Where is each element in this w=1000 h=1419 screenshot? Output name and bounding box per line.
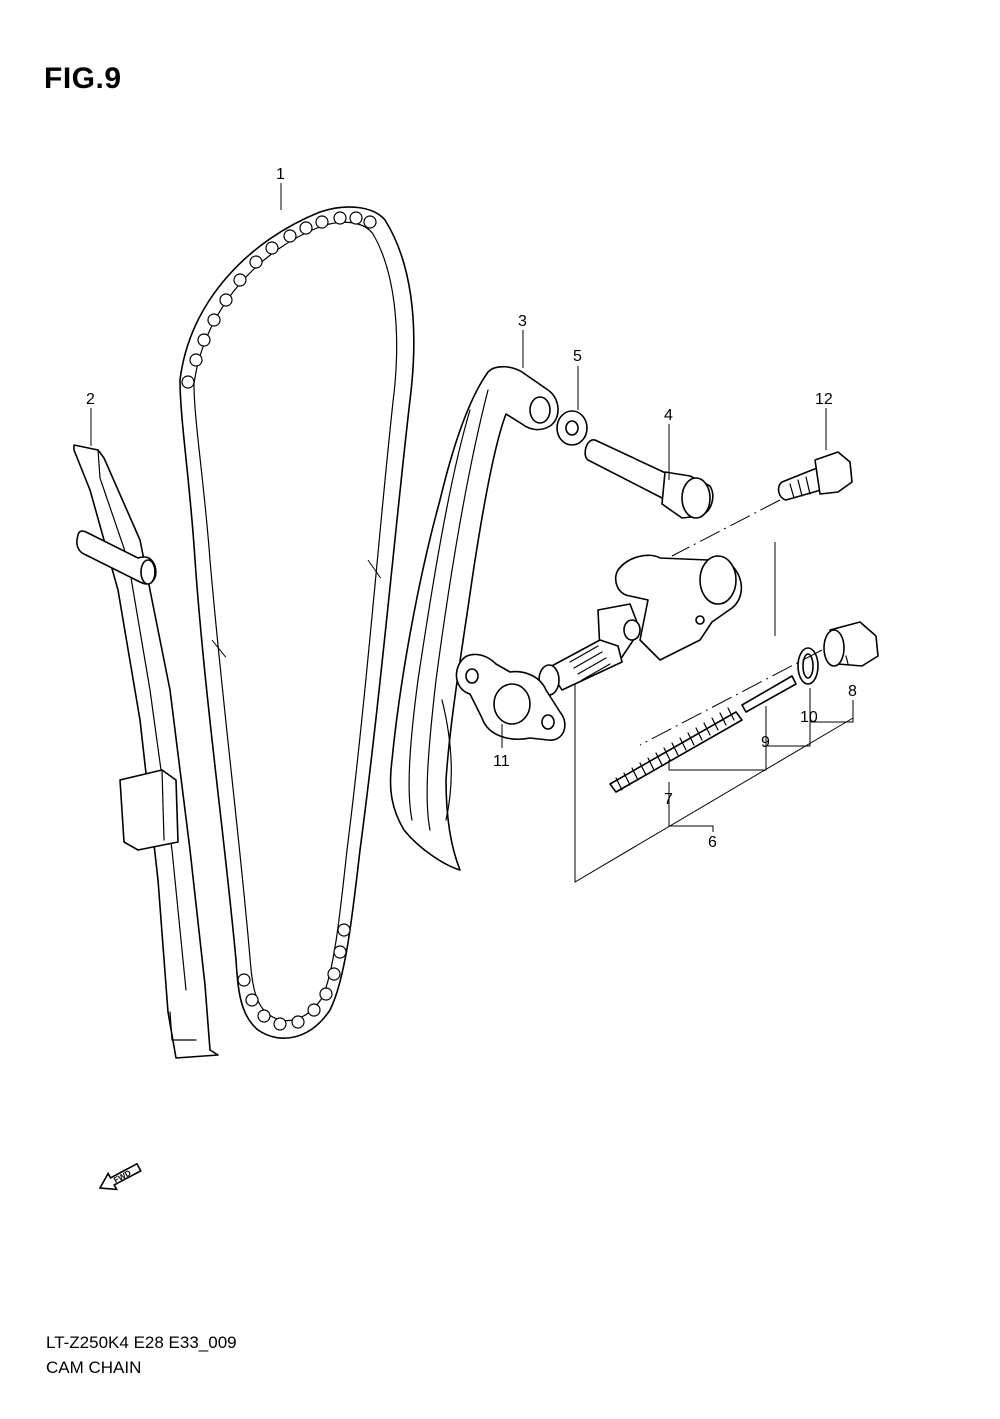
section-name: CAM CHAIN <box>46 1358 142 1377</box>
callout-5: 5 <box>573 348 582 365</box>
callout-1: 1 <box>276 166 285 183</box>
callout-3: 3 <box>518 313 527 330</box>
callout-12: 12 <box>815 391 833 408</box>
center-line-chain-left <box>211 639 229 661</box>
cam-chain-part-1[interactable] <box>179 206 415 1039</box>
callout-6: 6 <box>708 834 717 851</box>
callout-10: 10 <box>800 709 818 726</box>
callout-11: 11 <box>493 753 510 770</box>
leader-lines <box>90 183 854 832</box>
model-code: LT-Z250K4 E28 E33_009 <box>46 1333 237 1352</box>
chain-guide-part-2[interactable] <box>73 444 219 1059</box>
center-line-chain-right <box>367 559 383 581</box>
callout-7: 7 <box>664 791 673 808</box>
callout-4: 4 <box>664 407 673 424</box>
rod-part-9[interactable] <box>741 675 797 713</box>
tensioner-arm-part-3[interactable] <box>389 365 559 871</box>
figure-title: FIG.9 <box>44 62 122 95</box>
bolt-part-12[interactable] <box>777 451 853 501</box>
washer-part-5[interactable] <box>556 410 588 446</box>
center-line-bolt-12 <box>671 499 781 557</box>
fwd-arrow-icon: FWD <box>98 1162 142 1191</box>
o-ring-part-10[interactable] <box>797 647 819 685</box>
spring-part-7[interactable] <box>609 707 743 793</box>
callout-2: 2 <box>86 391 95 408</box>
tensioner-body-part-6[interactable] <box>538 554 743 696</box>
callout-9: 9 <box>761 734 770 751</box>
cap-bolt-part-8[interactable] <box>823 621 879 667</box>
callout-8: 8 <box>848 683 857 700</box>
pivot-bolt-part-4[interactable] <box>584 439 714 519</box>
center-line-cap-bolt <box>639 649 823 746</box>
tensioner-assembly-bracket-6 <box>574 542 854 883</box>
gasket-part-11[interactable] <box>455 653 566 741</box>
